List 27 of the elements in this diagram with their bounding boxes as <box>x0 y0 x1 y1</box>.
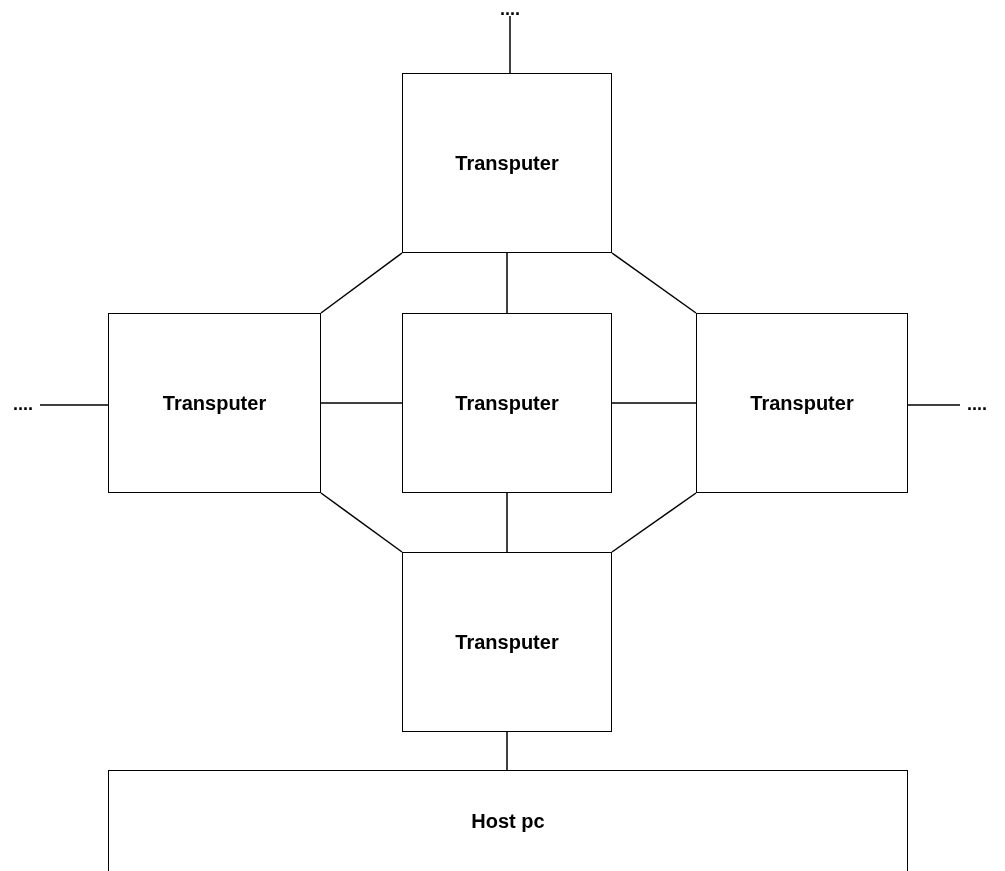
connector-line <box>39 404 109 406</box>
connector-line <box>506 252 508 314</box>
connector-line <box>611 402 697 404</box>
connector-line <box>506 731 508 771</box>
node-label: Transputer <box>750 391 854 416</box>
node-label: Transputer <box>162 391 267 416</box>
node-label: Transputer <box>455 391 559 416</box>
transputer-box <box>402 73 612 253</box>
connector-line <box>320 402 403 404</box>
connector-line <box>320 492 403 553</box>
node-label: .... <box>500 0 520 18</box>
connector-line <box>509 15 511 74</box>
connector-line <box>320 252 403 314</box>
host-box <box>108 770 908 871</box>
node-label: Host pc <box>471 809 545 834</box>
transputer-box <box>402 552 612 732</box>
connector-line <box>611 492 697 553</box>
transputer-box <box>696 313 908 493</box>
node-label: .... <box>13 395 33 413</box>
connector-line <box>506 492 508 553</box>
transputer-box <box>108 313 321 493</box>
node-label: Transputer <box>455 151 559 176</box>
connector-line <box>907 404 961 406</box>
node-label: .... <box>967 395 987 413</box>
node-label: Transputer <box>455 630 559 655</box>
transputer-box <box>402 313 612 493</box>
connector-line <box>611 252 697 314</box>
